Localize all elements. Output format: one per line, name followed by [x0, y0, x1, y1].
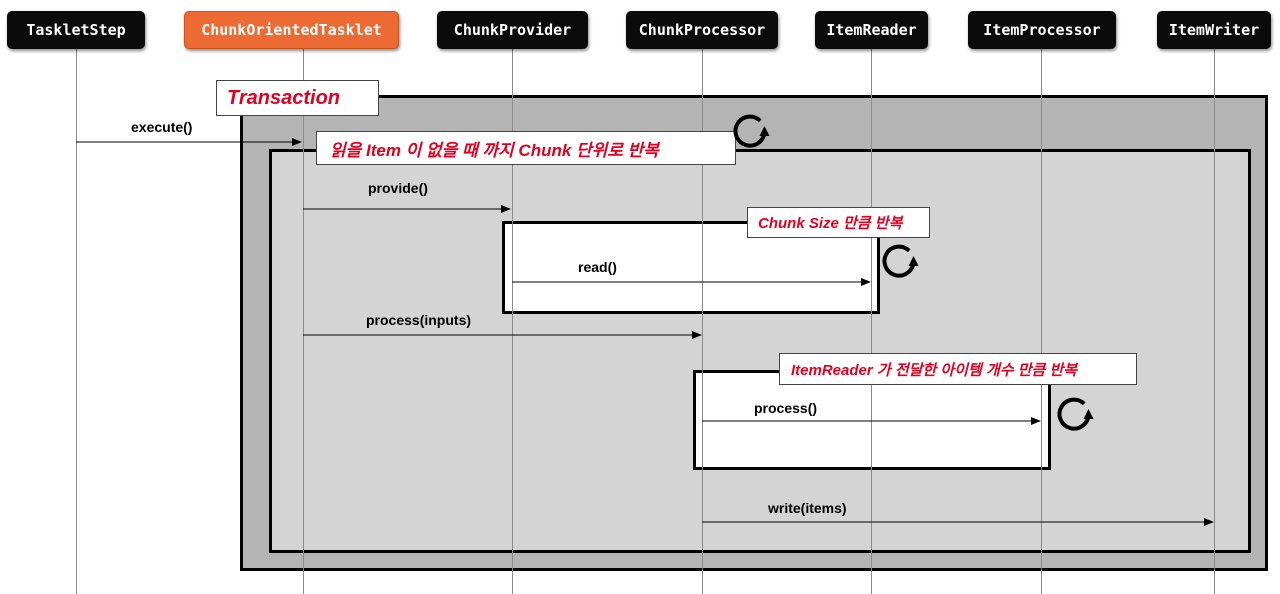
- loop-icon: [1057, 397, 1094, 431]
- actor-chunkorientedtasklet: ChunkOrientedTasklet: [184, 11, 399, 49]
- process-inputs-label: process(inputs): [366, 312, 472, 328]
- actor-chunkprovider: ChunkProvider: [437, 11, 588, 49]
- actor-itemreader: ItemReader: [815, 11, 928, 49]
- loop-icon: [733, 114, 770, 148]
- process-loop-label: ItemReader 가 전달한 아이템 개수 만큼 반복: [779, 353, 1137, 385]
- lifeline-taskletstep: [76, 49, 77, 594]
- lifeline-chunkorientedtasklet: [303, 49, 304, 594]
- read-label: read(): [578, 259, 617, 275]
- execute-label: execute(): [131, 119, 193, 135]
- process-loop-frame: [693, 370, 1051, 470]
- provide-label: provide(): [368, 180, 428, 196]
- write-label: write(items): [768, 500, 847, 516]
- lifeline-itemprocessor: [1041, 49, 1042, 594]
- actor-chunkprocessor: ChunkProcessor: [626, 11, 778, 49]
- actor-itemwriter: ItemWriter: [1157, 11, 1271, 49]
- chunk-size-loop-label: Chunk Size 만큼 반복: [747, 207, 930, 238]
- lifeline-chunkprovider: [512, 49, 513, 594]
- actor-taskletstep: TaskletStep: [7, 11, 145, 49]
- lifeline-itemreader: [871, 49, 872, 594]
- loop-icon: [882, 244, 919, 278]
- chunk-loop-label: 읽을 Item 이 없을 때 까지 Chunk 단위로 반복: [316, 131, 736, 165]
- lifeline-itemwriter: [1214, 49, 1215, 594]
- transaction-label: Transaction: [216, 80, 379, 116]
- actor-itemprocessor: ItemProcessor: [968, 11, 1116, 49]
- lifeline-chunkprocessor: [702, 49, 703, 594]
- process-label: process(): [754, 400, 818, 416]
